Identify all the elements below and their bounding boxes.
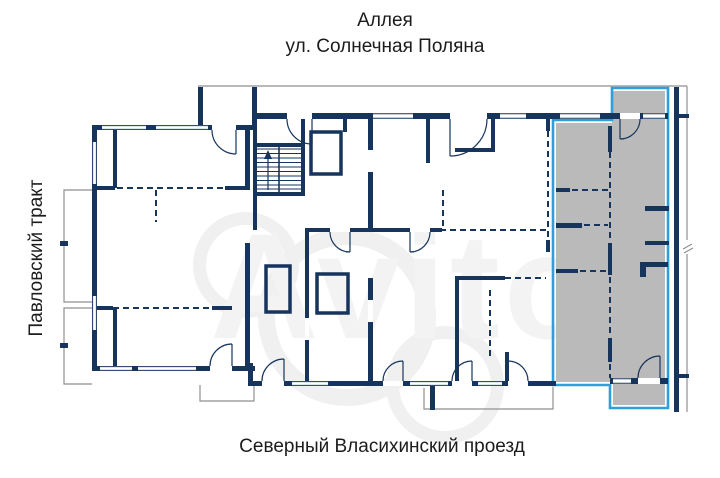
street-label-left: Павловский тракт [26,179,47,337]
elevator-shaft [309,130,343,176]
windows [92,113,665,386]
door-swings [209,118,661,382]
street-label-bottom: Северный Власихинский проезд [239,436,525,457]
balcony-outline [199,385,255,402]
staircase [257,145,301,194]
dashed-partitions [113,131,611,378]
street-name-alley: Аллея [357,10,413,31]
balcony-outline [423,387,554,410]
street-label-top: Аллея ул. Солнечная Поляна [185,8,585,60]
balcony-outline-left [63,189,92,303]
stair-arrow-head [264,150,272,159]
street-name-solnechnaya: ул. Солнечная Поляна [285,36,485,57]
balcony-outline-left [63,307,92,385]
door-gaps [210,113,660,386]
break-mark [682,243,694,254]
utility-rooms [264,130,350,315]
selected-apartment-outline [551,86,670,410]
